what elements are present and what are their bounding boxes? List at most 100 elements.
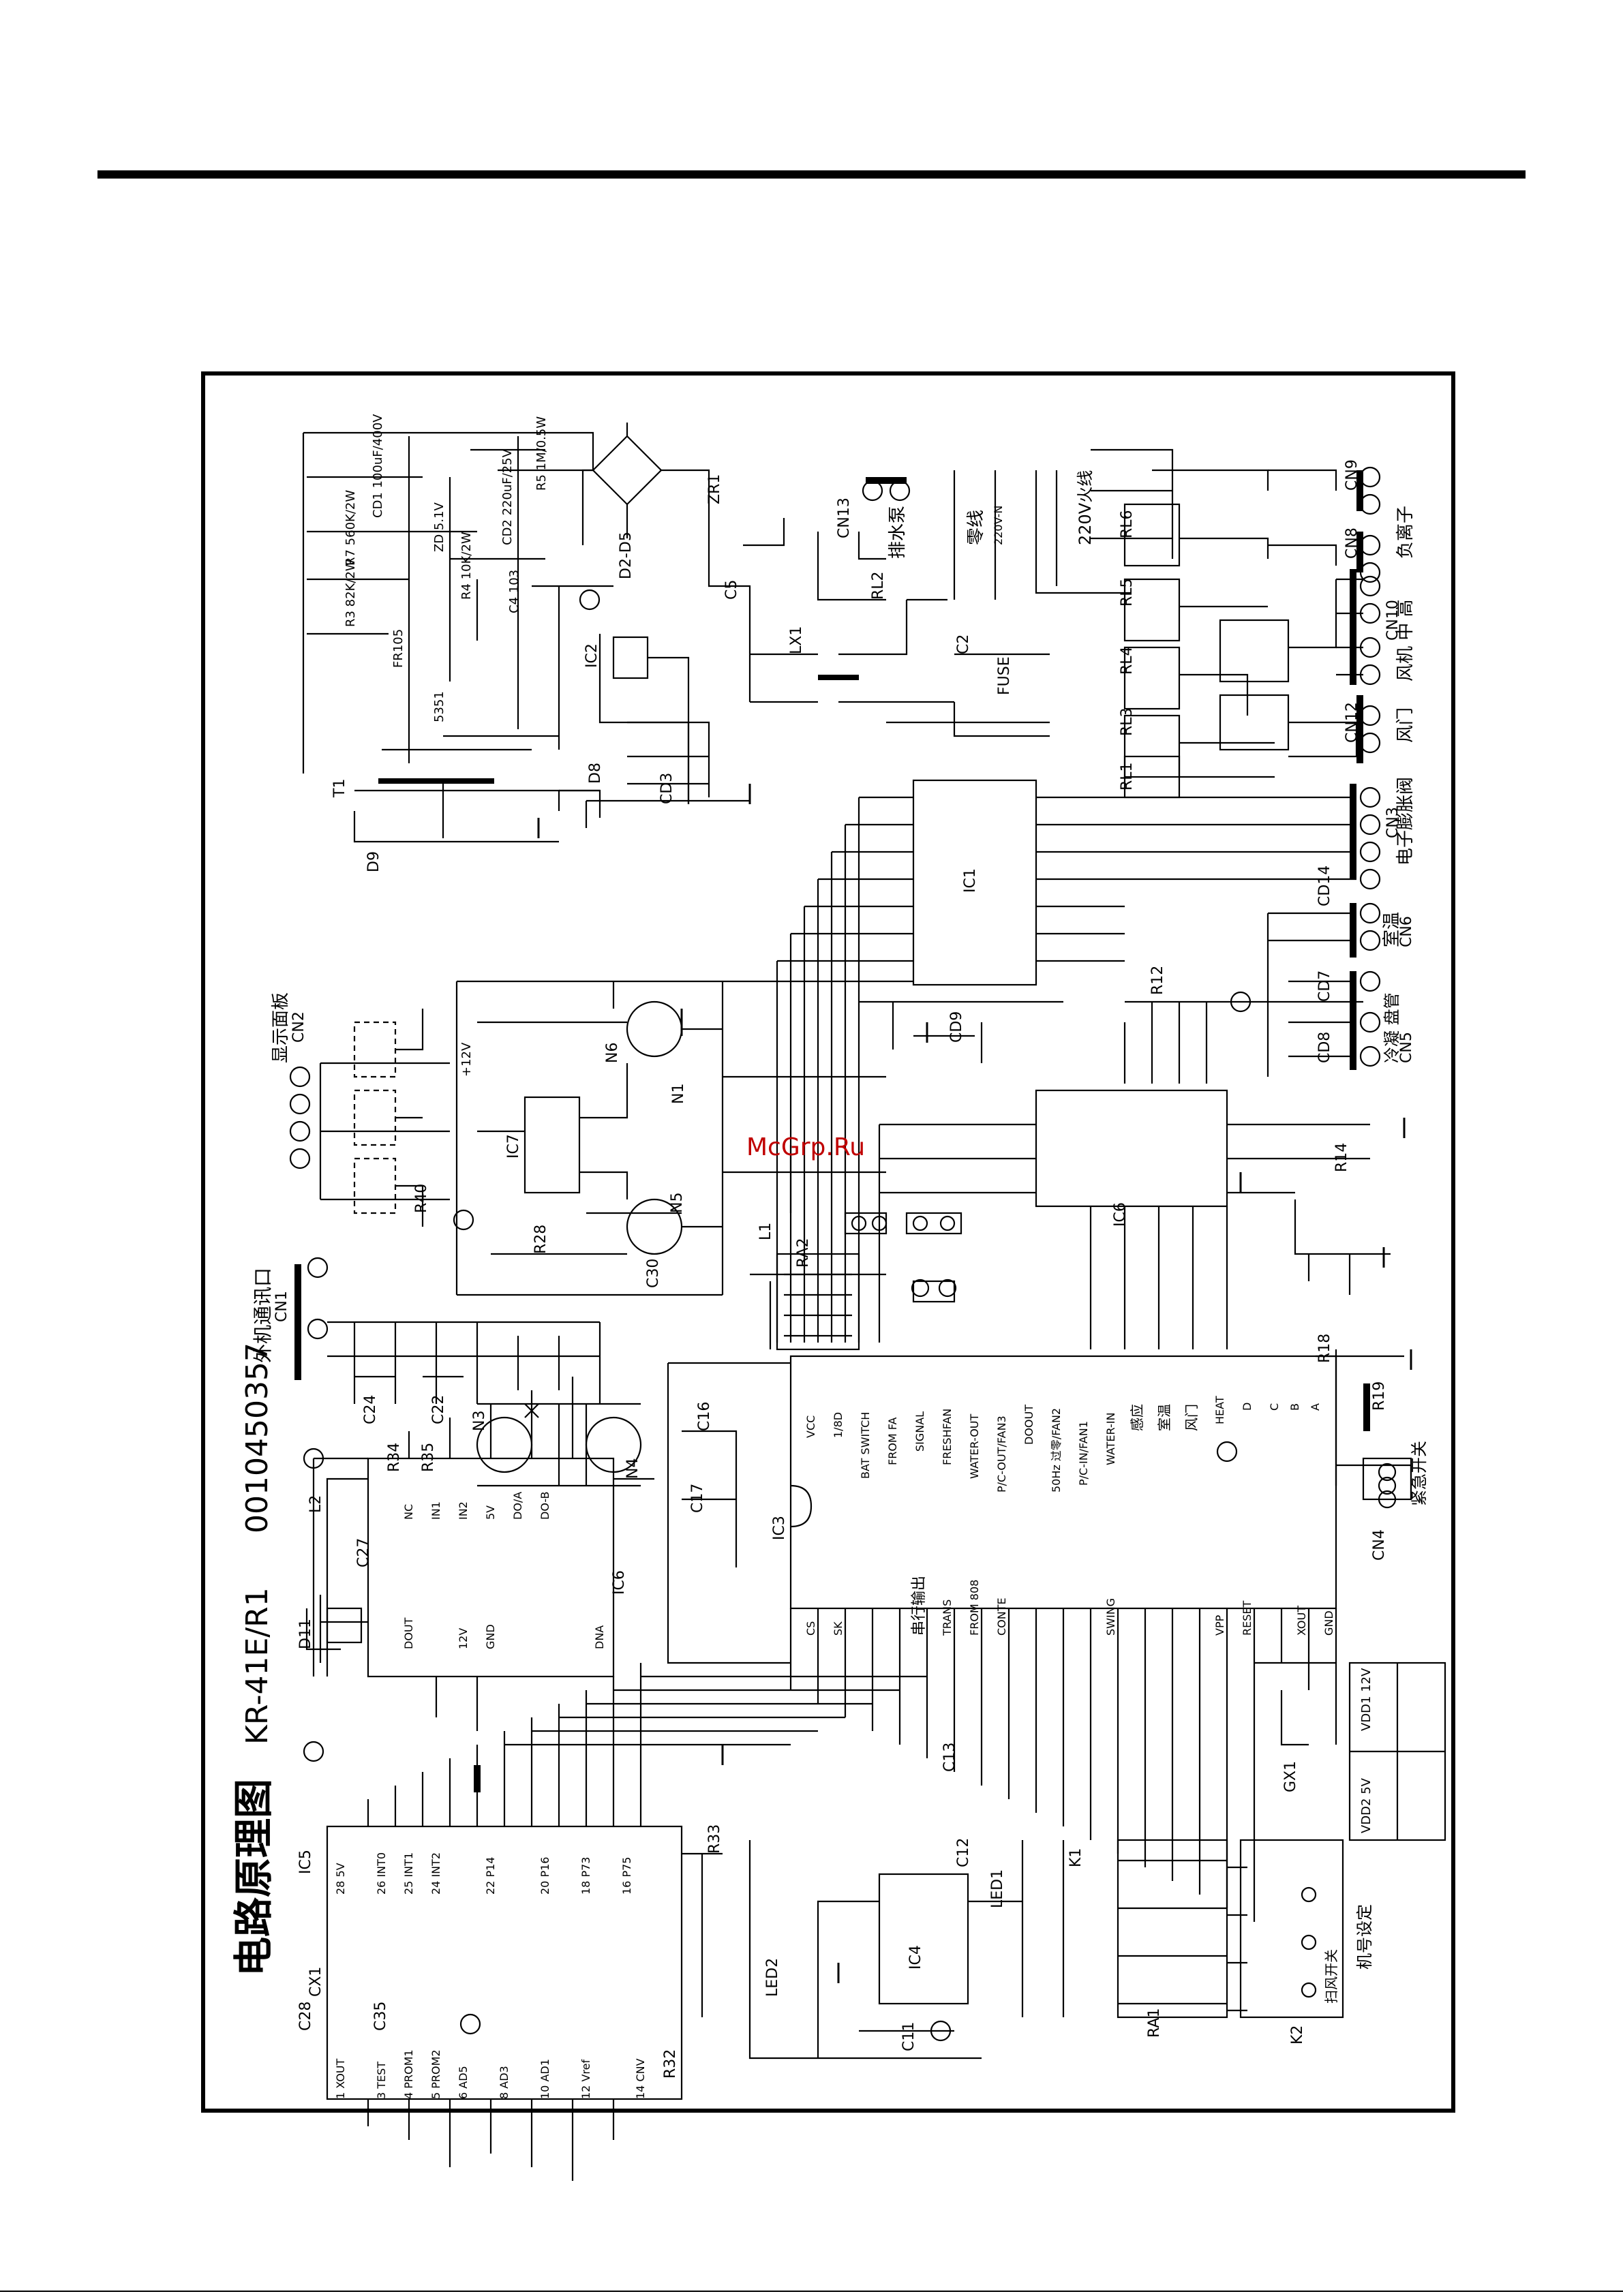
ic3-pin-sense: 感应 [1129,1404,1145,1431]
ic6-pin-12v: 12V [457,1628,470,1649]
ic4-label: IC4 [907,1945,924,1970]
cn10-id: CN10 [1384,600,1401,641]
cn9-label: 负离子 [1395,506,1416,559]
ic6-pin-5v: 5V [484,1505,497,1520]
cd2-label: CD2 220uF/25V [500,448,515,545]
bottom-rule [0,2291,1623,2292]
relay-rl3: RL3 [1119,707,1136,736]
ic5-pin-20: 20 P16 [539,1857,551,1895]
k2-id: K2 [1289,2025,1306,2045]
cd14-label: CD14 [1316,866,1333,906]
schematic-frame [201,371,1455,2113]
c24-label: C24 [362,1395,379,1424]
ic5-pin-1: 1 XOUT [334,2058,347,2099]
page-title: 电路原理图 [230,1779,277,1976]
ic3-pin-signal: SIGNAL [913,1411,926,1452]
cd9-label: CD9 [948,1011,965,1043]
r3-label: R3 82K/2W [344,559,358,627]
transformer-label: T1 [331,779,348,798]
r32-label: R32 [662,2049,679,2079]
ic6-pin-dout: DOUT [402,1617,415,1649]
ic5-pin-8: 8 AD3 [498,2066,511,2099]
cn12-label: 风门 [1395,707,1416,743]
live-label: 220V火线 [1076,470,1095,545]
relay-rl2: RL2 [870,571,887,600]
ic7-label: IC7 [505,1134,522,1159]
relay-rl6: RL6 [1119,510,1136,538]
c11-label: C11 [900,2022,917,2051]
transistor-n6: N6 [604,1043,621,1063]
ic5-pin-5: 5 PROM2 [429,2049,442,2099]
swing-label: 扫风开关 [1323,1949,1339,2004]
ic3-pin-serial: 串行输出 [911,1576,928,1636]
ic3-pin-conte: CONTE [995,1597,1008,1636]
ic5-pin-18: 18 P73 [579,1857,592,1895]
connector-bars [294,470,1370,1792]
r35-label: R35 [420,1443,437,1472]
c12-label: C12 [955,1838,972,1867]
ic3-pin-pcout: P/C-OUT/FAN3 [995,1415,1008,1493]
r34-label: R34 [386,1443,403,1472]
pipe-label: 冷凝 盘管 [1382,992,1401,1063]
cn2-id: CN2 [290,1011,307,1043]
ic3-pin-b: B [1288,1403,1301,1411]
fr-label: FR105 [391,629,406,668]
neutral-v-label: 220V-N [992,506,1005,545]
cn5-id: CN5 [1398,1032,1415,1063]
cn10-label: 风机 中 高 [1395,599,1416,682]
code-label: 0010450357 [240,1343,275,1533]
c4-label: C4 103 [507,570,521,613]
cn12-id: CN12 [1344,702,1361,743]
gx1-label: GX1 [1282,1761,1299,1792]
cn1-label: 外机通讯口 [252,1268,274,1363]
transistor-n1: N1 [670,1084,687,1104]
ic2-label: IC2 [583,643,601,668]
ic3-pin-freshfan: FRESHFAN [941,1409,954,1465]
c22-label: C22 [430,1395,447,1424]
model-label: KR-41E/R1 [240,1587,275,1745]
cn2-label: 显示面板 [271,992,291,1063]
cn3-label: 电子膨胀阀 [1395,777,1416,866]
cx1-label: CX1 [307,1967,324,1997]
l2-label: L2 [307,1495,324,1513]
d11-label: D11 [297,1619,314,1649]
relay-rl4: RL4 [1119,646,1136,675]
ic5-pin-3: 3 TEST [375,2062,388,2099]
ic5-pin-12: 12 Vref [579,2060,592,2099]
ic6-pin-gnd: GND [484,1624,497,1649]
ic3-pin-doout: DOOUT [1022,1405,1035,1445]
ic3-pin-waterout: WATER-OUT [968,1413,981,1479]
ic3-pin-reset: RESET [1241,1601,1254,1636]
r40-label: R40 [413,1184,430,1213]
ic5-pin-28: 28 5V [334,1863,347,1895]
r19-label: R19 [1371,1381,1388,1411]
r5-label: R5 1M/0.5W [534,416,549,491]
cn13-label: 排水泵 [888,506,908,559]
q-label: 5351 [432,691,446,722]
r28-label: R28 [532,1225,549,1254]
header-rule [97,170,1526,179]
ground-symbols [537,784,1412,1983]
cd8-label: CD8 [1316,1032,1333,1063]
c35-label: C35 [372,2002,389,2031]
cn1-id: CN1 [273,1291,290,1322]
c30-label: C30 [645,1259,662,1288]
transistor-n5: N5 [669,1193,686,1213]
ic1-label: IC1 [962,868,979,893]
ic3-pin-a: A [1309,1403,1322,1411]
ic3-pin-d: D [1241,1403,1254,1411]
l1-label: L1 [757,1223,774,1240]
plus12-label: +12V [459,1042,474,1077]
ra2-label: RA2 [795,1238,812,1268]
ic3-pin-bat: BAT SWITCH [859,1412,872,1479]
relay-rl1: RL1 [1119,762,1136,791]
transistor-n4: N4 [624,1458,641,1479]
cn6-id: CN6 [1398,916,1415,947]
fuse-label: FUSE [996,656,1013,695]
led2-label: LED2 [764,1958,781,1997]
cn3-id: CN3 [1384,807,1401,838]
ic3-pin-fromfa: FROM FA [886,1417,899,1465]
ic5-pin-10: 10 AD1 [539,2059,551,2099]
ic3-pin-sk: SK [832,1621,845,1636]
ic5-pin-14: 14 CNV [634,2058,647,2099]
